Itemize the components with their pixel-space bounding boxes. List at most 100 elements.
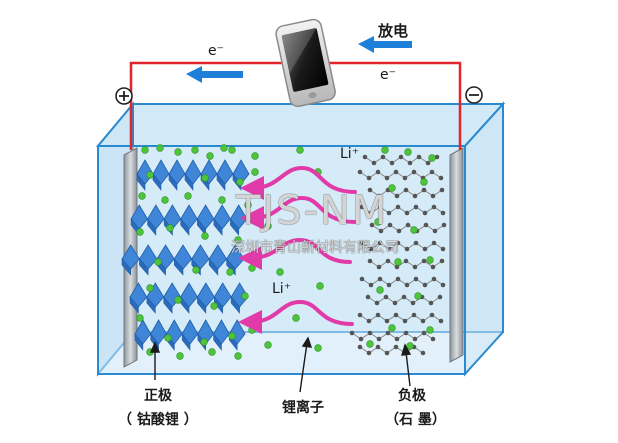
electron-label-left: e⁻ <box>208 43 225 59</box>
cathode-crystal-cell <box>213 296 224 314</box>
graphite-atom <box>395 276 401 282</box>
anode-graphite-lattice <box>349 154 447 356</box>
lithium-dot <box>192 266 200 274</box>
graphite-atom <box>440 246 446 252</box>
lithium-dot <box>200 338 208 346</box>
cathode-crystal-cell <box>168 173 178 191</box>
graphite-atom <box>404 210 410 216</box>
graphite-atom <box>404 246 410 252</box>
graphite-atom <box>439 187 445 193</box>
electron-label-right: e⁻ <box>380 67 397 83</box>
lithium-dot <box>388 184 396 192</box>
lithium-dot <box>138 192 146 200</box>
cathode-crystal-cell <box>147 218 157 236</box>
lithium-dot <box>426 326 434 334</box>
graphite-atom <box>430 193 436 199</box>
graphite-atom <box>385 330 391 336</box>
graphite-atom <box>394 336 400 342</box>
lithium-dot <box>136 228 144 236</box>
graphite-atom <box>411 312 417 318</box>
cathode-crystal-cell <box>136 173 146 191</box>
lithium-dot <box>428 154 436 162</box>
graphite-atom <box>413 204 419 210</box>
cathode-crystal-cell <box>230 218 240 236</box>
graphite-atom <box>392 300 398 306</box>
graphite-atom <box>357 344 363 350</box>
graphite-atom <box>429 169 435 175</box>
cathode-crystal-cell <box>213 333 222 351</box>
anode-plate <box>449 147 464 363</box>
graphite-atom <box>401 294 407 300</box>
graphite-atom <box>376 264 382 270</box>
graphite-atom <box>376 193 382 199</box>
graphite-atom <box>395 240 401 246</box>
graphite-atom <box>366 175 372 181</box>
anode-name-label: 负极 <box>398 388 426 404</box>
graphite-bond <box>361 242 444 250</box>
graphite-atom <box>422 246 428 252</box>
graphite-atom <box>366 350 372 356</box>
graphite-atom <box>405 222 411 228</box>
lithium-dot <box>161 196 169 204</box>
graphite-atom <box>384 318 390 324</box>
graphite-atom <box>440 282 446 288</box>
ion-flow-arrow <box>240 195 357 230</box>
lithium-dot <box>146 171 154 179</box>
graphite-atom <box>429 312 435 318</box>
graphite-atom <box>375 169 381 175</box>
graphite-atom <box>438 318 444 324</box>
ion-flow-arrow <box>240 165 357 200</box>
graphite-atom <box>367 258 373 264</box>
graphite-atom <box>383 294 389 300</box>
graphite-atom <box>358 336 364 342</box>
graphite-atom <box>403 187 409 193</box>
watermark-brand: TJS-NM <box>236 188 389 234</box>
lithium-dot <box>228 146 236 154</box>
cathode-crystal-cell <box>181 333 191 351</box>
lithium-dot <box>234 236 242 244</box>
cathode-crystal-cell <box>216 173 226 191</box>
graphite-atom <box>393 169 399 175</box>
lithium-dot <box>248 264 256 272</box>
lithium-dot <box>376 286 384 294</box>
anode-material-label: （石 墨） <box>385 412 446 428</box>
graphite-atom <box>434 154 440 160</box>
graphite-atom <box>384 175 390 181</box>
cathode-crystal-cell <box>213 218 223 236</box>
lithium-dot <box>146 284 154 292</box>
graphite-atom <box>440 210 446 216</box>
ion-flow-arrows <box>238 165 357 334</box>
ion-flow-arrow <box>238 299 354 334</box>
li-ion-label-mid: Li⁺ <box>272 281 292 297</box>
lithium-dot <box>176 352 184 360</box>
graphite-atom <box>384 350 390 356</box>
graphite-atom <box>387 222 393 228</box>
lithium-dot <box>374 218 382 226</box>
ion-flow-arrow <box>238 237 352 270</box>
cathode-material-label: （ 钴酸锂 ） <box>118 412 198 428</box>
graphite-atom <box>421 258 427 264</box>
graphite-atom <box>386 210 392 216</box>
cathode-crystal-cell <box>197 296 207 314</box>
cathode-crystal-cell <box>184 173 194 191</box>
graphite-atom <box>368 282 374 288</box>
lithium-dot <box>420 178 428 186</box>
graphite-atom <box>411 169 417 175</box>
electron-flow-arrows <box>186 36 412 83</box>
graphite-atom <box>422 282 428 288</box>
graphite-atom <box>377 204 383 210</box>
lithium-dot <box>166 224 174 232</box>
graphite-atom <box>386 282 392 288</box>
lithium-dot <box>292 314 300 322</box>
lithium-dot <box>388 324 396 332</box>
graphite-atom <box>368 246 374 252</box>
container-right-face <box>464 101 504 377</box>
graphite-atom <box>395 204 401 210</box>
lithium-dot <box>156 144 164 152</box>
graphite-bond <box>361 206 444 214</box>
graphite-atom <box>393 312 399 318</box>
graphite-atom <box>366 318 372 324</box>
graphite-bond <box>359 314 442 322</box>
graphite-atom <box>412 193 418 199</box>
